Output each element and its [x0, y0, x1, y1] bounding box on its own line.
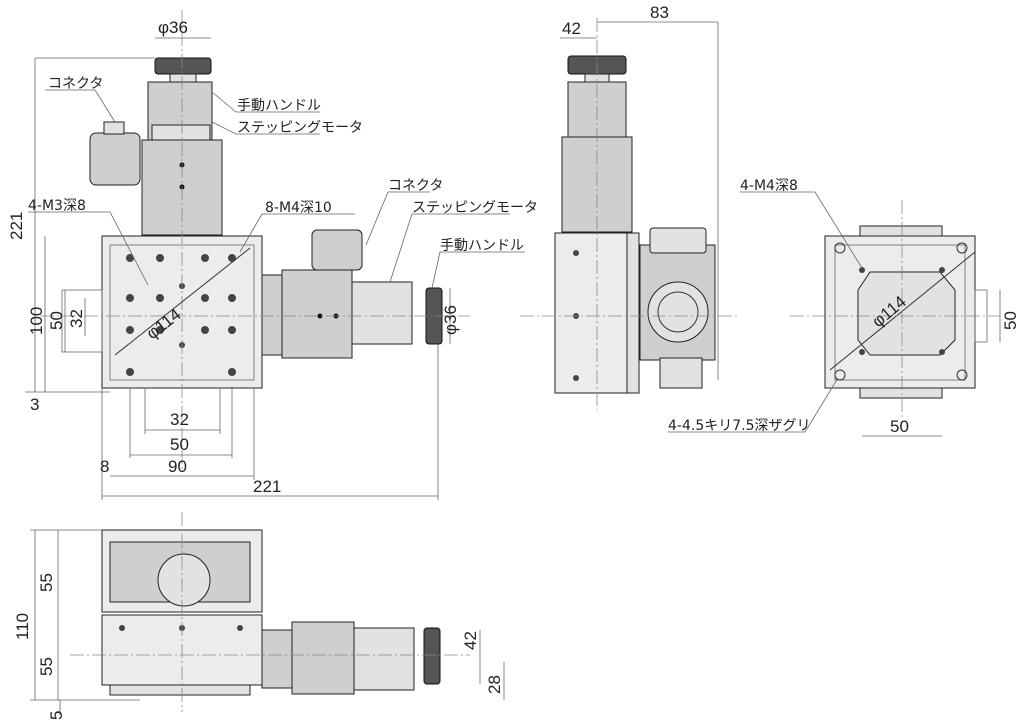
dim-50-bottom-right: 50: [890, 417, 909, 436]
side-motor-body: [281, 269, 353, 359]
bv-window: [857, 271, 956, 356]
connector-plug: [103, 121, 125, 135]
dim-5: 5: [47, 711, 66, 720]
side-view: [520, 18, 740, 410]
label-tap-m4-10: 8-M4深10: [265, 200, 332, 216]
bottom-view: [668, 191, 1001, 437]
label-stepping-motor: ステッピングモータ: [237, 120, 363, 136]
fv-knob: [423, 627, 441, 685]
dim-83: 83: [650, 3, 669, 22]
dim-42-bottom: 42: [461, 631, 480, 650]
connector-body: [89, 132, 141, 186]
motor-band: [151, 124, 211, 141]
dim-32-left: 32: [67, 309, 86, 328]
dim-28: 28: [485, 675, 504, 694]
dim-phi36-top: φ36: [158, 18, 188, 37]
dim-221-horizontal: 221: [253, 477, 281, 496]
label-manual-handle-2: 手動ハンドル: [440, 238, 524, 254]
dim-55-top: 55: [37, 573, 56, 592]
label-tap-m3: 4-M3深8: [28, 198, 86, 214]
dim-42-top: 42: [562, 19, 581, 38]
top-view: [25, 10, 525, 500]
label-connector: コネクタ: [48, 76, 103, 92]
dim-phi36-side: φ36: [441, 305, 460, 335]
stage-holes: [126, 254, 236, 376]
side-connector: [311, 229, 363, 271]
front-view: [30, 512, 505, 715]
knob-top: [154, 57, 212, 75]
label-stepping-motor-2: ステッピングモータ: [412, 200, 538, 216]
dim-50-left: 50: [47, 311, 66, 330]
dim-55-bottom: 55: [37, 657, 56, 676]
label-manual-handle: 手動ハンドル: [237, 98, 321, 114]
annotations: コネクタ 手動ハンドル ステッピングモータ 4-M3深8 8-M4深10 コネク…: [7, 3, 1020, 720]
dim-100: 100: [27, 307, 46, 335]
dim-50-bottom: 50: [170, 435, 189, 454]
side-motor-gear: [351, 281, 413, 345]
dim-90: 90: [168, 457, 187, 476]
dim-110: 110: [13, 613, 32, 640]
label-counterbore: 4-4.5キリ7.5深ザグリ: [668, 418, 811, 434]
dim-8: 8: [100, 457, 109, 476]
dim-3: 3: [30, 395, 39, 414]
side-motor-flange: [261, 274, 283, 356]
dim-32-bottom: 32: [170, 410, 189, 429]
label-tap-m4-8: 4-M4深8: [740, 178, 798, 194]
knob-hub: [169, 73, 197, 83]
fv-motor: [291, 621, 355, 695]
sv-plate: [554, 232, 628, 394]
dim-221-vertical: 221: [7, 212, 26, 240]
dim-50-right: 50: [1001, 311, 1020, 330]
label-connector-2: コネクタ: [388, 178, 443, 194]
